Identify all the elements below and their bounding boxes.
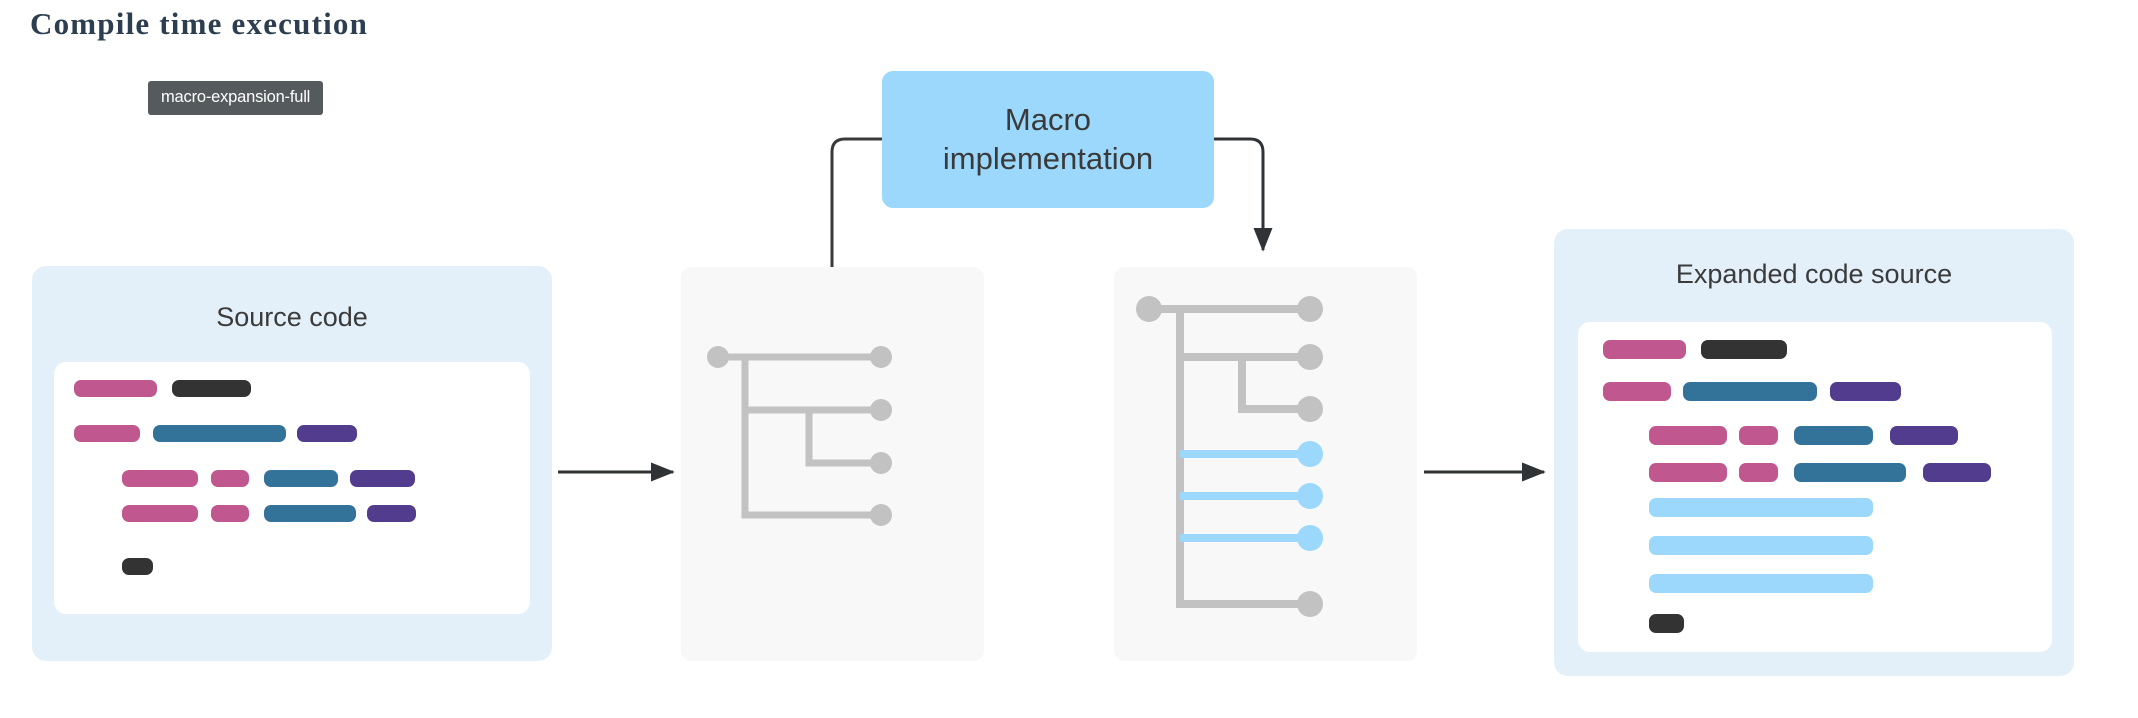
source-code-bar	[74, 380, 157, 397]
ast-node-right	[1136, 296, 1162, 322]
connector-macro-to-ast	[1214, 137, 1273, 252]
macro-implementation-box[interactable]: Macro implementation	[882, 71, 1214, 208]
source-code-panel: Source code	[32, 266, 552, 661]
ast-node-right	[1297, 591, 1323, 617]
macro-expansion-badge: macro-expansion-full	[148, 81, 324, 115]
page-title: Compile time execution	[30, 6, 369, 41]
expanded-code-bar	[1649, 498, 1873, 517]
connector-ast-to-macro	[830, 137, 882, 267]
ast-node-right	[1297, 483, 1323, 509]
expanded-code-bar	[1739, 426, 1778, 445]
expanded-code-card	[1578, 322, 2052, 652]
ast-tree-panel-right	[1114, 267, 1417, 661]
expanded-code-bar	[1794, 426, 1873, 445]
expanded-code-bar	[1603, 382, 1671, 401]
ast-node-left	[870, 399, 892, 421]
ast-edge-left	[741, 357, 881, 519]
ast-tree-right-graphic	[1136, 296, 1323, 617]
expanded-code-bar	[1739, 463, 1778, 482]
source-code-bar	[211, 505, 249, 522]
expanded-code-bar	[1603, 340, 1686, 359]
ast-node-right	[1297, 525, 1323, 551]
expanded-code-panel: Expanded code source	[1554, 229, 2074, 676]
source-code-bar	[367, 505, 416, 522]
ast-node-right	[1297, 396, 1323, 422]
source-code-bar	[264, 505, 356, 522]
ast-tree-panel-left	[681, 267, 984, 661]
source-code-bar	[172, 380, 251, 397]
expanded-code-bar	[1649, 536, 1873, 555]
expanded-code-bar	[1683, 382, 1817, 401]
source-code-bar	[350, 470, 415, 487]
macro-box-line1: Macro	[1004, 102, 1092, 138]
source-code-bar	[122, 470, 198, 487]
expanded-code-bar	[1890, 426, 1958, 445]
source-code-bar	[122, 505, 198, 522]
source-code-bar	[74, 425, 140, 442]
source-code-bar	[297, 425, 357, 442]
expanded-code-bar	[1923, 463, 1991, 482]
source-code-bar	[122, 558, 153, 575]
source-code-title: Source code	[216, 302, 368, 332]
ast-node-left	[870, 504, 892, 526]
ast-node-right	[1297, 441, 1323, 467]
expanded-code-bar	[1649, 463, 1727, 482]
expanded-code-title: Expanded code source	[1675, 259, 1953, 289]
ast-node-right	[1297, 296, 1323, 322]
ast-edge-right	[1176, 309, 1310, 608]
expanded-code-bar	[1649, 426, 1727, 445]
ast-edge-right	[1238, 357, 1310, 413]
source-code-bar	[211, 470, 249, 487]
source-code-bar	[153, 425, 286, 442]
expanded-code-bar	[1830, 382, 1901, 401]
ast-node-left	[870, 346, 892, 368]
expanded-code-bar	[1701, 340, 1787, 359]
ast-node-left	[870, 452, 892, 474]
ast-node-left	[707, 346, 729, 368]
ast-tree-left-graphic	[707, 346, 892, 526]
macro-box-line2: implementation	[942, 140, 1154, 176]
expanded-code-bar	[1649, 614, 1684, 633]
macro-implementation-label: Macro implementation	[943, 101, 1153, 177]
expanded-code-bar	[1649, 574, 1873, 593]
expanded-code-bar	[1794, 463, 1906, 482]
source-code-bar	[264, 470, 338, 487]
ast-node-right	[1297, 344, 1323, 370]
ast-edge-left	[805, 410, 881, 467]
source-code-card	[54, 362, 530, 614]
